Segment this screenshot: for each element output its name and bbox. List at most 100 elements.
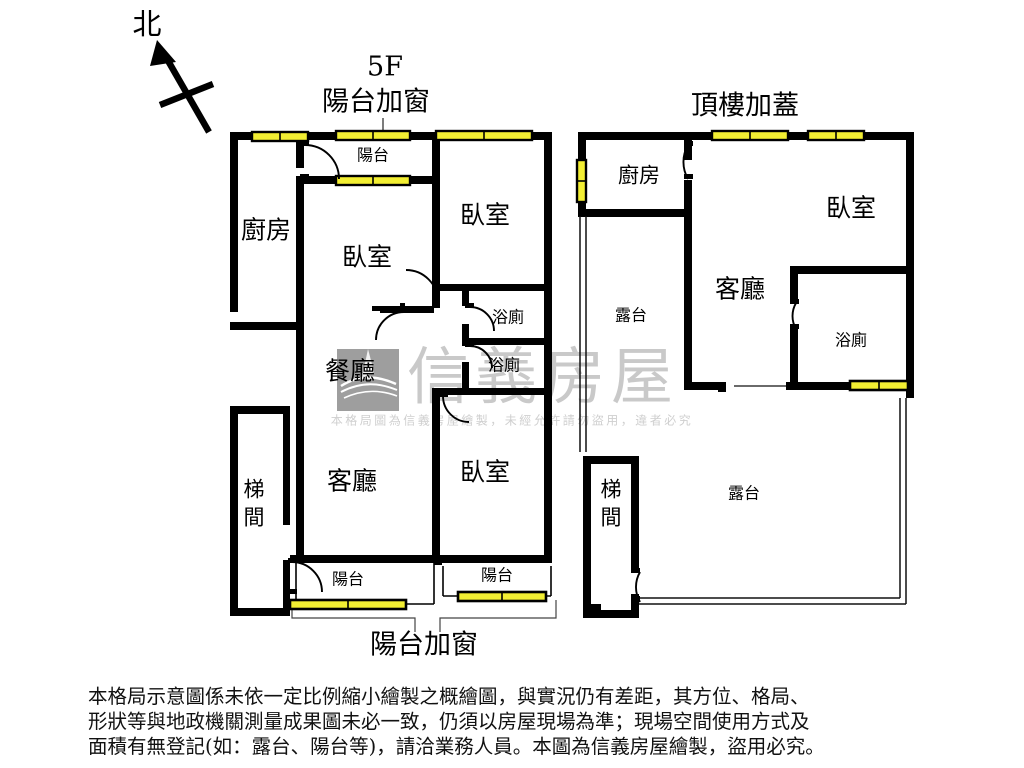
- wall-r-bath-left-b: [790, 326, 798, 386]
- watermark-logo-swoosh-1: [340, 376, 397, 388]
- window-top-bedroom2: [434, 129, 534, 142]
- window-r-bath-bottom: [848, 379, 910, 392]
- annotation-bottom-balcony-window: 陽台加窗: [370, 630, 478, 661]
- right-plan-doors: [631, 141, 799, 603]
- door-stair-balcony: [288, 558, 323, 594]
- room-label-kitchen: 廚房: [241, 216, 291, 245]
- wall-r-stair-left: [583, 456, 591, 612]
- right-plan-terrace-rails: [579, 216, 907, 605]
- door-r-bath: [790, 299, 799, 330]
- wall-bottom-stair-notch: [230, 608, 290, 616]
- wall-top-seg-1: [230, 132, 254, 140]
- door-hall-bed1: [400, 269, 439, 312]
- wall-r-bath-left-a: [790, 266, 798, 302]
- wall-balcony-inner-right: [408, 176, 438, 184]
- wall-top-seg-2: [306, 132, 338, 140]
- north-indicator: 北: [132, 7, 215, 134]
- room-label-living-right: 客廳: [715, 275, 765, 304]
- wall-r-kitchen-bottom: [578, 209, 692, 217]
- window-r-top-bedroom: [806, 129, 866, 142]
- door-bedroom3: [439, 392, 470, 423]
- annotation-rooftop-addition: 頂樓加蓋: [691, 91, 799, 122]
- window-r-kitchen-left: [575, 158, 588, 204]
- wall-dining-stub: [296, 306, 304, 310]
- window-r-top-living: [710, 129, 790, 142]
- door-bath1: [465, 303, 495, 332]
- window-top-kitchen: [250, 130, 310, 143]
- room-label-bedroom-right: 臥室: [826, 194, 876, 223]
- watermark-notice-text: 本格局圖為信義房屋繪製，未經允許請勿盜用，違者必究: [331, 413, 694, 428]
- window-top-balcony: [334, 129, 412, 142]
- wall-bath2-bottom: [438, 388, 552, 395]
- wall-r-left-a: [578, 132, 586, 162]
- watermark-logo-flag: [362, 349, 374, 378]
- wall-r-stair-bottom: [596, 610, 639, 618]
- wall-r-right-outer: [906, 132, 914, 398]
- watermark-brand-text: 信義房屋: [407, 340, 679, 413]
- wall-r-top-3: [862, 132, 914, 140]
- watermark-logo-swoosh-2: [340, 383, 398, 393]
- leader-line-bottom-right: [439, 600, 557, 632]
- wall-kitchen-bed-main: [296, 176, 304, 562]
- room-label-balcony-bottom-left: 陽台: [332, 570, 364, 589]
- wall-r-bed-bath: [790, 266, 914, 274]
- floor-title: 5F: [367, 52, 403, 83]
- wall-bath-left-b: [462, 324, 469, 346]
- disclaimer-block: 本格局示意圖係未依一定比例縮小繪製之概繪圖，與實況仍有差距，其方位、格局、 形狀…: [88, 684, 944, 759]
- wall-r-stair-right-upper: [631, 464, 639, 568]
- door-r-kitchen: [682, 141, 693, 180]
- wall-r-kitchen-right-a: [684, 140, 692, 160]
- wall-balcony-inner-left: [296, 176, 338, 184]
- room-label-stair-line1: 梯: [244, 478, 265, 502]
- right-plan-windows: [575, 129, 910, 392]
- wall-bed1-bed2: [432, 140, 440, 308]
- watermark-logo-swoosh-3: [343, 390, 398, 399]
- room-label-bedroom-1: 臥室: [342, 243, 392, 272]
- north-label: 北: [132, 7, 161, 41]
- wall-r-stair-right-lower: [631, 594, 639, 618]
- wall-stair-right-lower: [283, 560, 290, 616]
- door-balcony-top: [300, 141, 340, 180]
- wall-left-outer-upper: [230, 132, 238, 312]
- leader-line-bottom-left: [291, 608, 416, 632]
- wall-bath1-bath2: [462, 338, 552, 345]
- wall-r-top-1: [578, 132, 714, 140]
- room-label-kitchen-right: 廚房: [618, 164, 660, 188]
- wall-kitchen-bottom-stub: [230, 322, 298, 330]
- left-plan-doors: [288, 141, 495, 594]
- wall-right-outer: [544, 132, 552, 562]
- window-balcony-bottom-right: [456, 590, 548, 603]
- wall-r-top-2: [786, 132, 810, 140]
- room-label-bath-1: 浴廁: [492, 308, 524, 327]
- annotation-top-balcony-window: 陽台加窗: [322, 87, 430, 118]
- window-balcony-inner: [334, 174, 412, 187]
- room-label-balcony-top: 陽台: [357, 146, 389, 165]
- wall-r-kitchen-right-b: [684, 180, 692, 216]
- wall-stair-top: [230, 406, 290, 414]
- disclaimer-line-3: 面積有無登記(如：露台、陽台等)，請洽業務人員。本圖為信義房屋繪製，盜用必究。: [88, 735, 825, 758]
- wall-kitchen-bed-upper: [296, 140, 304, 168]
- door-bath2: [465, 342, 493, 369]
- room-label-bedroom-2: 臥室: [460, 201, 510, 230]
- room-label-terrace-top: 露台: [615, 306, 647, 325]
- door-r-stair: [631, 568, 641, 603]
- wall-r-living-bottom-a: [684, 382, 718, 390]
- wall-r-stair-top: [583, 456, 639, 464]
- room-label-bath-2: 浴廁: [488, 356, 520, 375]
- watermark-group: 信義房屋 本格局圖為信義房屋繪製，未經允許請勿盜用，違者必究: [331, 340, 694, 428]
- wall-top-seg-3: [408, 132, 438, 140]
- wall-bath-left-c: [462, 362, 469, 390]
- room-label-dining: 餐廳: [325, 357, 375, 386]
- wall-r-terrace-living: [684, 216, 692, 386]
- wall-top-seg-4: [530, 132, 552, 140]
- wall-bed2-bath: [440, 284, 552, 291]
- north-arrow-cross: [158, 80, 215, 109]
- wall-living-bed3: [432, 388, 440, 558]
- window-balcony-bottom-left: [288, 598, 408, 611]
- room-label-bath-right: 浴廁: [835, 331, 867, 350]
- north-arrow-head: [150, 40, 176, 66]
- room-label-bedroom-3: 臥室: [460, 458, 510, 487]
- wall-r-living-tick: [718, 382, 726, 392]
